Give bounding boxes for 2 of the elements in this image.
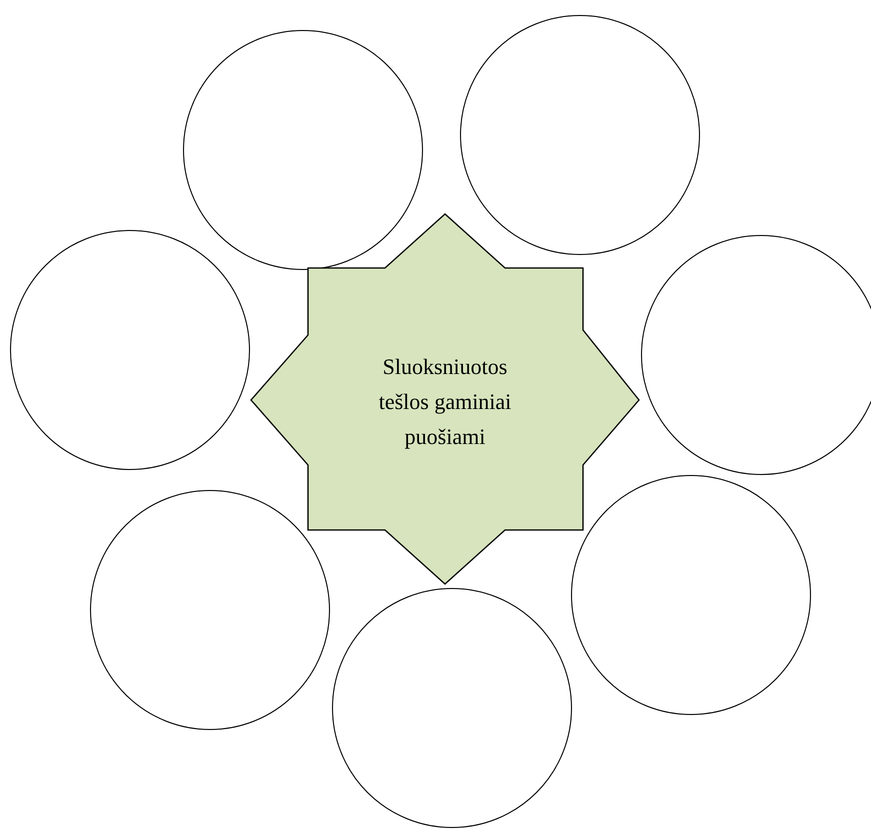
star-shape xyxy=(250,213,640,585)
star-label: Sluoksniuotos tešlos gaminiai puošiami xyxy=(378,353,512,451)
